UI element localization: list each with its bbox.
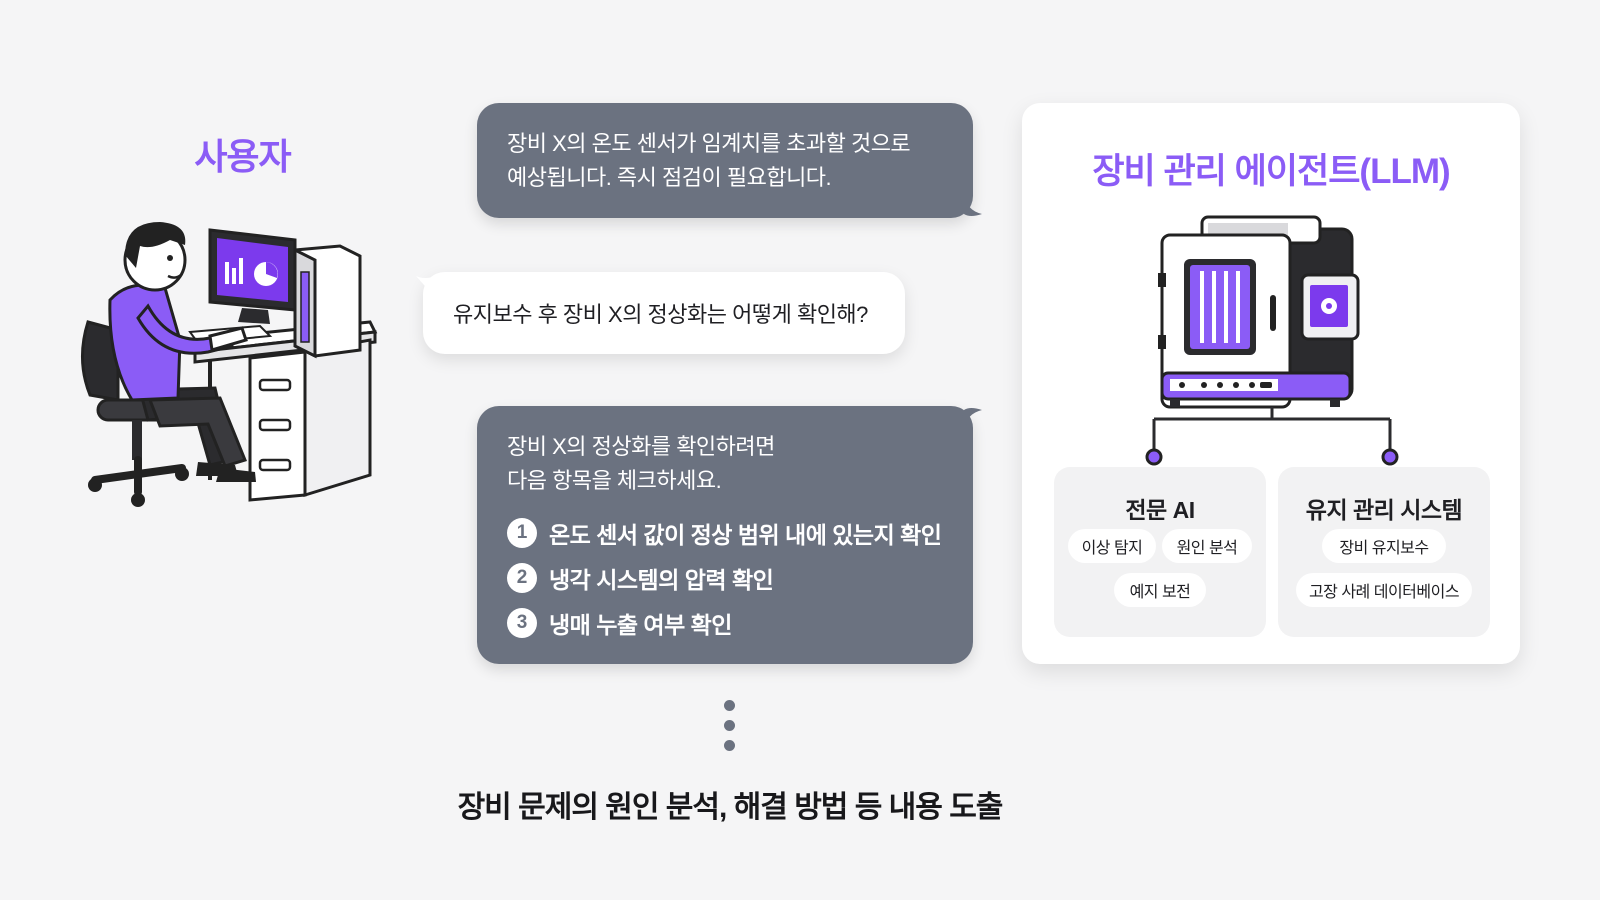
bubble-tail-icon bbox=[960, 196, 982, 216]
tag-chip: 예지 보전 bbox=[1114, 573, 1206, 607]
agent-card: 장비 관리 에이전트(LLM) bbox=[1022, 103, 1520, 664]
message-line: 유지보수 후 장비 X의 정상화는 어떻게 확인해? bbox=[453, 302, 868, 327]
tag-chip: 이상 탐지 bbox=[1068, 529, 1156, 563]
message-line: 다음 항목을 체크하세요. bbox=[507, 468, 722, 493]
tag-chip: 고장 사례 데이터베이스 bbox=[1296, 573, 1472, 607]
checklist-item: 2 냉각 시스템의 압력 확인 bbox=[507, 555, 943, 600]
module-title: 전문 AI bbox=[1125, 497, 1195, 523]
user-title: 사용자 bbox=[194, 136, 291, 177]
ellipsis-icon bbox=[722, 700, 736, 760]
checklist-item-text: 온도 센서 값이 정상 범위 내에 있는지 확인 bbox=[549, 521, 942, 548]
user-message-bubble: 유지보수 후 장비 X의 정상화는 어떻게 확인해? bbox=[423, 272, 905, 354]
checklist-item: 3 냉매 누출 여부 확인 bbox=[507, 600, 943, 645]
tag-chip: 원인 분석 bbox=[1162, 529, 1252, 563]
module-expert-ai: 전문 AI 이상 탐지 원인 분석 예지 보전 bbox=[1054, 467, 1266, 637]
number-badge: 1 bbox=[507, 517, 537, 548]
agent-title: 장비 관리 에이전트(LLM) bbox=[1092, 152, 1450, 191]
checklist-item-text: 냉각 시스템의 압력 확인 bbox=[549, 566, 774, 593]
number-badge: 2 bbox=[507, 562, 537, 593]
bubble-tail-icon bbox=[960, 408, 982, 428]
bubble-tail-icon bbox=[416, 276, 436, 294]
equipment-machine-icon bbox=[1145, 215, 1399, 466]
message-line: 장비 X의 온도 센서가 임계치를 초과할 것으로 bbox=[507, 131, 911, 156]
person-at-computer-icon bbox=[80, 222, 378, 507]
footer-caption: 장비 문제의 원인 분석, 해결 방법 등 내용 도출 bbox=[457, 791, 1004, 824]
checklist-item-text: 냉매 누출 여부 확인 bbox=[549, 611, 732, 638]
number-badge: 3 bbox=[507, 607, 537, 638]
module-title: 유지 관리 시스템 bbox=[1305, 497, 1463, 523]
message-line: 예상됩니다. 즉시 점검이 필요합니다. bbox=[507, 165, 832, 190]
checklist: 1 온도 센서 값이 정상 범위 내에 있는지 확인 2 냉각 시스템의 압력 … bbox=[507, 510, 943, 645]
message-line: 장비 X의 정상화를 확인하려면 bbox=[507, 434, 775, 459]
checklist-item: 1 온도 센서 값이 정상 범위 내에 있는지 확인 bbox=[507, 510, 943, 555]
module-maintenance-system: 유지 관리 시스템 장비 유지보수 고장 사례 데이터베이스 bbox=[1278, 467, 1490, 637]
agent-message-bubble-2: 장비 X의 정상화를 확인하려면 다음 항목을 체크하세요. 1 온도 센서 값… bbox=[477, 406, 973, 664]
agent-message-bubble-1: 장비 X의 온도 센서가 임계치를 초과할 것으로 예상됩니다. 즉시 점검이 … bbox=[477, 103, 973, 218]
tag-chip: 장비 유지보수 bbox=[1322, 529, 1446, 563]
